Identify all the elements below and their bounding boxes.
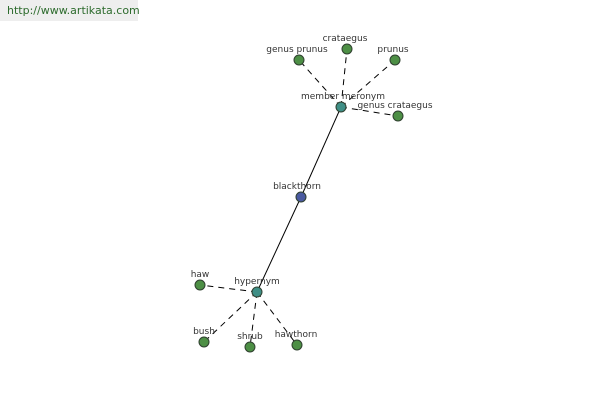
label-haw[interactable]: haw xyxy=(191,270,210,280)
node-shrub[interactable] xyxy=(244,341,256,353)
label-genus-crataegus[interactable]: genus crataegus xyxy=(357,101,432,111)
label-blackthorn[interactable]: blackthorn xyxy=(273,182,321,192)
edge-member-meronym-crataegus xyxy=(340,48,348,108)
label-prunus[interactable]: prunus xyxy=(377,45,409,55)
edge-member-meronym-prunus xyxy=(340,59,396,108)
label-hawthorn[interactable]: hawthorn xyxy=(275,330,318,340)
node-haw[interactable] xyxy=(194,279,206,291)
site-url-banner[interactable]: http://www.artikata.com xyxy=(0,0,140,21)
edge-member-meronym-genus-crataegus xyxy=(340,106,399,117)
node-crataegus[interactable] xyxy=(341,43,353,55)
edge-hypernym-haw xyxy=(199,284,258,293)
node-member-meronym[interactable] xyxy=(335,101,347,113)
label-hypernym[interactable]: hypernym xyxy=(234,277,280,287)
edge-hypernym-bush xyxy=(203,291,258,343)
edge-hypernym-hawthorn xyxy=(256,291,298,346)
label-bush[interactable]: bush xyxy=(193,327,215,337)
node-prunus[interactable] xyxy=(389,54,401,66)
graph-edges xyxy=(199,48,399,348)
node-hypernym[interactable] xyxy=(251,286,263,298)
edge-hypernym-shrub xyxy=(249,291,258,348)
node-genus-prunus[interactable] xyxy=(293,54,305,66)
graph-nodes xyxy=(194,43,404,353)
label-member-meronym[interactable]: member meronym xyxy=(301,92,385,102)
node-genus-crataegus[interactable] xyxy=(392,110,404,122)
label-genus-prunus[interactable]: genus prunus xyxy=(266,45,328,55)
edge-blackthorn-hypernym xyxy=(256,196,302,293)
label-shrub[interactable]: shrub xyxy=(237,332,263,342)
edge-blackthorn-member-meronym xyxy=(300,106,342,198)
label-crataegus[interactable]: crataegus xyxy=(323,34,368,44)
node-bush[interactable] xyxy=(198,336,210,348)
graph-labels: blackthorn member meronym hypernym genus pr… xyxy=(191,34,433,342)
node-blackthorn[interactable] xyxy=(295,191,307,203)
node-hawthorn[interactable] xyxy=(291,339,303,351)
